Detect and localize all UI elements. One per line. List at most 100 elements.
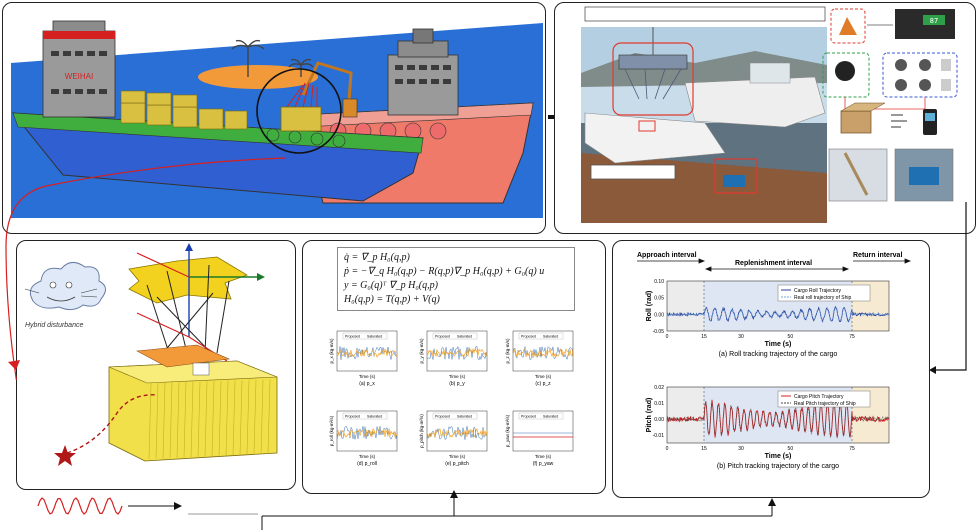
return-interval-label: Return interval bbox=[853, 252, 902, 259]
plot-caption: (b) p_y bbox=[449, 381, 465, 387]
anemometer bbox=[923, 109, 937, 135]
lifted-cargo bbox=[280, 106, 322, 132]
y-tick-label: 0.00 bbox=[654, 312, 664, 318]
legend-entry: Saturated bbox=[543, 335, 558, 339]
chart-caption: (b) Pitch tracking trajectory of the car… bbox=[717, 463, 839, 470]
x-tick-label: 0 bbox=[666, 446, 669, 452]
plot-caption: (e) p_pitch bbox=[445, 461, 469, 467]
actuator-legs bbox=[146, 264, 230, 354]
interval-band bbox=[667, 281, 704, 331]
feedback-loop bbox=[37, 490, 776, 530]
legend-entry: Proposed bbox=[435, 415, 450, 419]
connector-arrow-red bbox=[5, 157, 287, 380]
equation-line-3: y = G₀(q)ᵀ ∇_p H₀(q,p) bbox=[344, 280, 438, 291]
base-plate bbox=[135, 344, 231, 368]
experiment-photo-panel: 87 bbox=[554, 2, 976, 234]
highlight-platform-box bbox=[612, 42, 694, 116]
legend-box bbox=[432, 412, 478, 420]
motor-icon bbox=[941, 59, 951, 91]
boat-left bbox=[584, 112, 726, 164]
svg-text:87: 87 bbox=[930, 17, 938, 25]
chart-caption: (a) Roll tracking trajectory of the carg… bbox=[719, 351, 838, 358]
legend-entry: Cargo Roll Trajectory bbox=[794, 288, 841, 294]
photo-platform bbox=[618, 54, 688, 70]
caption-box-bottom bbox=[590, 164, 676, 180]
legend-entry: Proposed bbox=[521, 415, 536, 419]
legend-box bbox=[518, 332, 564, 340]
crane bbox=[301, 61, 358, 118]
momentum-plot: p_y (kg·m/s) Time (s) (b) p_y Proposed Satur… bbox=[419, 330, 488, 387]
plot-frame bbox=[666, 280, 890, 332]
x-axis-label: Time (s) bbox=[765, 453, 792, 460]
cloud-label: Hybrid disturbance bbox=[25, 322, 83, 329]
cable-lines bbox=[286, 82, 318, 108]
series-line bbox=[426, 428, 488, 439]
legend-entry: Saturated bbox=[457, 415, 472, 419]
legend-entry: Saturated bbox=[457, 335, 472, 339]
y-tick-label: 0.01 bbox=[654, 401, 664, 407]
x-axis-label: Time (s) bbox=[449, 374, 466, 379]
boat-right bbox=[684, 76, 826, 128]
momentum-plot: p_roll (kg·m²/s)Time (s)(d) p_rollPropos… bbox=[329, 410, 398, 467]
dynamics-model-panel: q̇ = ∇_p H₀(q,p) ṗ = −∇_q H₀(q,p) − R(q,… bbox=[302, 240, 606, 494]
y-axis-label: Roll (rad) bbox=[646, 291, 653, 322]
zoom-circle bbox=[256, 68, 342, 154]
container bbox=[108, 344, 278, 462]
y-tick-label: 0.02 bbox=[654, 385, 664, 391]
cloud-icon bbox=[24, 262, 106, 311]
interval-arrows bbox=[637, 258, 912, 272]
ship-name-label: WEIHAI bbox=[65, 72, 93, 81]
x-tick-label: 15 bbox=[701, 334, 707, 340]
x-axis-label: Time (s) bbox=[535, 374, 552, 379]
highlight-sensor-box bbox=[638, 120, 656, 132]
equation-line-1: q̇ = ∇_p H₀(q,p) bbox=[344, 252, 410, 263]
x-tick-label: 50 bbox=[788, 446, 794, 452]
y-axis-label: p_yaw (kg·m²/s) bbox=[505, 414, 510, 447]
tracking-charts: Approach interval Replenishment interval… bbox=[637, 252, 912, 470]
receiving-ship-left: WEIHAI bbox=[11, 20, 424, 202]
y-axis-label: p_pitch (kg·m²/s) bbox=[419, 414, 424, 448]
cargo-box bbox=[840, 110, 872, 134]
caption-box-top bbox=[584, 6, 826, 22]
y-tick-label: 0.05 bbox=[654, 296, 664, 302]
experiment-photo: 87 bbox=[581, 6, 958, 223]
y-axis-label: p_z (kg·m/s) bbox=[505, 338, 510, 364]
deck-cargo bbox=[120, 90, 248, 130]
series-line bbox=[512, 346, 574, 361]
series-line bbox=[426, 425, 488, 440]
highlight-device-box bbox=[714, 158, 758, 194]
series-line bbox=[426, 346, 488, 361]
hardware-column: 87 bbox=[822, 8, 958, 202]
plot-caption: (d) p_roll bbox=[357, 461, 377, 467]
series-line bbox=[512, 347, 574, 358]
legend-entry: Cargo Pitch Trajectory bbox=[794, 394, 844, 400]
y-tick-label: 0.00 bbox=[654, 417, 664, 423]
legend-entry: Proposed bbox=[435, 335, 450, 339]
equation-line-2: ṗ = −∇_q H₀(q,p) − R(q,p)∇_p H₀(q,p) + G… bbox=[344, 266, 545, 277]
plot-caption: (c) p_z bbox=[535, 381, 551, 387]
replenishment-interval-label: Replenishment interval bbox=[735, 260, 812, 267]
palm-tree-icon bbox=[231, 39, 314, 77]
approach-interval-label: Approach interval bbox=[637, 252, 697, 259]
disturbance-path bbox=[66, 394, 158, 454]
y-tick-label: -0.05 bbox=[653, 329, 665, 335]
star-icon bbox=[54, 445, 76, 466]
y-axis-label: p_y (kg·m/s) bbox=[419, 338, 424, 364]
legend-entry: Proposed bbox=[345, 415, 360, 419]
x-axis-label: Time (s) bbox=[449, 454, 466, 459]
stewart-platform-diagram: Hybrid disturbance bbox=[24, 243, 278, 466]
x-tick-label: 75 bbox=[849, 446, 855, 452]
x-tick-label: 30 bbox=[738, 334, 744, 340]
legend-entry: Real Pitch trajectory of Ship bbox=[794, 401, 856, 407]
y-axis bbox=[136, 252, 190, 278]
top-platform bbox=[128, 256, 248, 304]
connector-arrow-right bbox=[929, 202, 967, 374]
legend-entry: Saturated bbox=[367, 415, 382, 419]
y-tick-label: 0.10 bbox=[654, 279, 664, 285]
wind-icon bbox=[891, 114, 907, 128]
x-axis-label: Time (s) bbox=[359, 374, 376, 379]
y-axis-label: Pitch (rad) bbox=[646, 398, 653, 433]
